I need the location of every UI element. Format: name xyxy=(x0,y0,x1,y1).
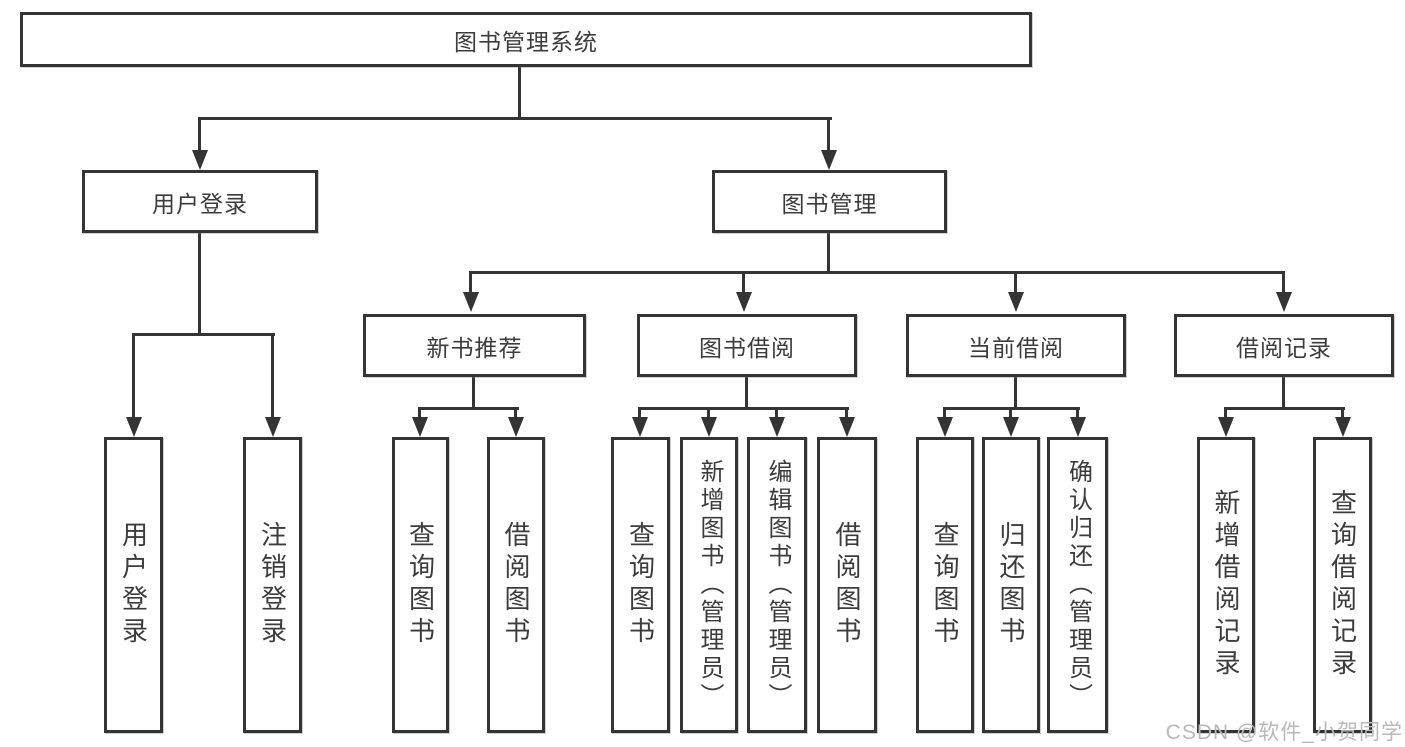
arrow-down-icon xyxy=(1276,292,1292,312)
connector-hline xyxy=(418,407,519,410)
connector-vline xyxy=(1224,407,1227,419)
arrow-down-icon xyxy=(701,417,717,437)
connector-vline xyxy=(469,271,472,295)
connector-vline xyxy=(1014,375,1017,410)
arrow-down-icon xyxy=(463,292,479,312)
arrow-down-icon xyxy=(821,150,837,170)
arrow-down-icon xyxy=(1070,417,1086,437)
node-book-management: 图书管理 xyxy=(712,170,947,233)
leaf-label: 查询图书 xyxy=(625,521,656,649)
leaf-label: 新增图书（管理员） xyxy=(696,459,723,711)
leaf-borrow-books-recommend: 借阅图书 xyxy=(487,437,545,733)
arrow-down-icon xyxy=(126,417,142,437)
arrow-down-icon xyxy=(412,417,428,437)
connector-vline xyxy=(472,375,475,410)
connector-vline xyxy=(418,407,421,419)
leaf-label: 确认归还（管理员） xyxy=(1064,459,1092,711)
connector-vline xyxy=(1282,375,1285,410)
node-root: 图书管理系统 xyxy=(20,12,1032,67)
leaf-label: 查询图书 xyxy=(405,521,436,649)
arrow-down-icon xyxy=(769,417,785,437)
arrow-down-icon xyxy=(192,150,208,170)
connector-vline xyxy=(1014,271,1017,295)
connector-vline xyxy=(775,407,778,419)
leaf-add-books-admin: 新增图书（管理员） xyxy=(680,437,738,733)
connector-vline xyxy=(1341,407,1344,419)
leaf-label: 借阅图书 xyxy=(501,521,531,649)
connector-hline xyxy=(469,271,1285,274)
connector-hline xyxy=(198,117,832,120)
leaf-query-borrow-record: 查询借阅记录 xyxy=(1313,437,1372,733)
node-borrow-records: 借阅记录 xyxy=(1174,314,1394,377)
leaf-add-borrow-record: 新增借阅记录 xyxy=(1197,437,1255,733)
connector-vline xyxy=(198,117,201,153)
arrow-down-icon xyxy=(508,417,524,437)
leaf-query-books-current: 查询图书 xyxy=(916,437,974,733)
connector-vline xyxy=(745,375,748,410)
leaf-borrow-books-borrow: 借阅图书 xyxy=(817,437,877,733)
leaf-query-books-borrow: 查询图书 xyxy=(611,437,670,733)
leaf-logout: 注销登录 xyxy=(243,437,302,733)
arrow-down-icon xyxy=(1008,292,1024,312)
leaf-edit-books-admin: 编辑图书（管理员） xyxy=(747,437,807,733)
leaf-label: 归还图书 xyxy=(996,521,1026,649)
leaf-query-books-recommend: 查询图书 xyxy=(392,437,449,733)
connector-vline xyxy=(827,230,830,274)
connector-vline xyxy=(827,117,830,153)
leaf-label: 新增借阅记录 xyxy=(1211,489,1241,681)
connector-vline xyxy=(943,407,946,419)
arrow-down-icon xyxy=(1003,417,1019,437)
arrow-down-icon xyxy=(265,417,281,437)
connector-vline xyxy=(514,407,517,419)
connector-vline xyxy=(845,407,848,419)
connector-vline xyxy=(1282,271,1285,295)
node-book-borrow: 图书借阅 xyxy=(637,314,857,377)
leaf-label: 借阅图书 xyxy=(832,521,862,649)
csdn-watermark: CSDN @软件_小贺同学 xyxy=(1165,721,1403,744)
leaf-return-books: 归还图书 xyxy=(982,437,1040,733)
arrow-down-icon xyxy=(736,292,752,312)
connector-hline xyxy=(132,333,275,336)
leaf-label: 用户登录 xyxy=(118,521,149,649)
connector-vline xyxy=(518,65,521,120)
connector-vline xyxy=(132,333,135,419)
connector-vline xyxy=(198,230,201,336)
connector-vline xyxy=(1009,407,1012,419)
connector-vline xyxy=(638,407,641,419)
arrow-down-icon xyxy=(1335,417,1351,437)
leaf-confirm-return-admin: 确认归还（管理员） xyxy=(1047,437,1108,733)
arrow-down-icon xyxy=(937,417,953,437)
connector-vline xyxy=(742,271,745,295)
node-current-borrow: 当前借阅 xyxy=(906,314,1126,377)
leaf-label: 注销登录 xyxy=(257,521,288,649)
leaf-user-login: 用户登录 xyxy=(104,437,163,733)
arrow-down-icon xyxy=(632,417,648,437)
arrow-down-icon xyxy=(839,417,855,437)
leaf-label: 编辑图书（管理员） xyxy=(764,459,791,711)
node-user-login: 用户登录 xyxy=(82,170,318,233)
connector-vline xyxy=(707,407,710,419)
leaf-label: 查询借阅记录 xyxy=(1327,489,1358,681)
connector-vline xyxy=(271,333,274,419)
node-new-book-recommend: 新书推荐 xyxy=(363,314,586,377)
arrow-down-icon xyxy=(1218,417,1234,437)
connector-vline xyxy=(1076,407,1079,419)
connector-hline xyxy=(638,407,849,410)
leaf-label: 查询图书 xyxy=(930,521,960,649)
connector-hline xyxy=(1224,407,1345,410)
